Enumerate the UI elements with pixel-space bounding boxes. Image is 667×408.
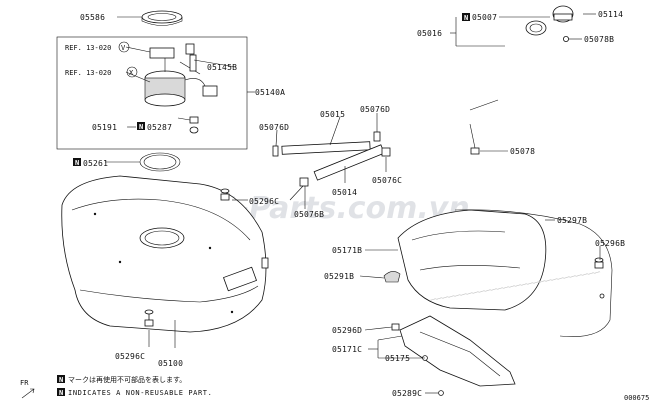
fuel-hoses [272, 131, 391, 187]
hose-05015 [281, 141, 371, 155]
tank-body [61, 175, 267, 333]
ref-circle-v: V [121, 44, 126, 52]
part-labels: 05586 REF. 13-020 V REF. 13-020 X 05145B… [65, 10, 625, 398]
svg-text:N: N [59, 389, 63, 397]
legend-note-japanese: マークは再使用不可部品を表します。 [68, 375, 186, 384]
pump-flange [149, 47, 175, 59]
tank-bolt-upper [220, 188, 230, 201]
pump-opening [139, 227, 185, 249]
label-05145b: 05145B [207, 63, 237, 72]
fr-arrow-icon [21, 388, 35, 399]
pump-detail-box [56, 36, 248, 150]
label-05114: 05114 [598, 10, 623, 19]
label-05261: 05261 [83, 159, 108, 168]
svg-text:N: N [59, 376, 63, 384]
label-05015: 05015 [320, 110, 345, 119]
svg-text:N: N [75, 159, 79, 167]
label-05191: 05191 [92, 123, 117, 132]
protector-05171b [397, 209, 547, 311]
protector-05297b [454, 209, 613, 337]
legend-note-english: INDICATES A NON-REUSABLE PART. [68, 389, 212, 397]
label-05016: 05016 [417, 29, 442, 38]
label-05076d: 05076D [360, 105, 390, 114]
fuel-pump-assembly [56, 10, 248, 150]
ref-label-x: REF. 13-020 [65, 69, 111, 77]
clamp-05076c [381, 147, 391, 157]
filler-mouth [525, 20, 547, 36]
label-05076b: 05076B [294, 210, 324, 219]
label-05078b: 05078B [584, 35, 614, 44]
label-05297b: 05297B [557, 216, 587, 225]
label-05171c: 05171C [332, 345, 362, 354]
label-05175: 05175 [385, 354, 410, 363]
clamp-05076d-left [272, 145, 279, 157]
fuel-level-sender [202, 85, 218, 97]
label-05586: 05586 [80, 13, 105, 22]
non-reusable-badge [137, 122, 145, 130]
diagram-id: 000675 [624, 394, 649, 402]
non-reusable-badge [57, 388, 65, 396]
tank-packing [139, 152, 181, 172]
label-05296c-upper: 05296C [249, 197, 279, 206]
label-05296c-lower: 05296C [115, 352, 145, 361]
leader-lines [105, 13, 601, 394]
tank-bolt-lower [144, 309, 154, 327]
ref-label-v: REF. 13-020 [65, 44, 111, 52]
svg-text:N: N [464, 14, 468, 22]
filler-neck [384, 5, 574, 155]
clamp-05076d [373, 131, 381, 142]
fuel-tank [61, 175, 269, 333]
label-05100: 05100 [158, 359, 183, 368]
non-reusable-badge [462, 13, 470, 21]
label-05078: 05078 [510, 147, 535, 156]
clamp-05076b [299, 177, 309, 187]
non-reusable-badge [73, 158, 81, 166]
label-05289c: 05289C [392, 389, 422, 398]
non-reusable-badge [57, 375, 65, 383]
label-05171b: 05171B [332, 246, 362, 255]
label-05287: 05287 [147, 123, 172, 132]
label-05296b: 05296B [595, 239, 625, 248]
ref-circle-x: X [129, 69, 134, 77]
label-05291b: 05291B [324, 272, 354, 281]
fr-label: FR [20, 379, 29, 387]
lower-protector [391, 315, 516, 396]
label-05296d: 05296D [332, 326, 362, 335]
label-05140a: 05140A [255, 88, 285, 97]
label-05014: 05014 [332, 188, 357, 197]
label-05007: 05007 [472, 13, 497, 22]
heat-protector [383, 209, 613, 337]
filter [189, 116, 199, 124]
label-05076c: 05076C [372, 176, 402, 185]
label-05076d-left: 05076D [259, 123, 289, 132]
protector-05171c [399, 315, 516, 387]
legend: FR N マークは再使用不可部品を表します。 N INDICATES A NON… [20, 375, 649, 402]
svg-text:N: N [139, 123, 143, 131]
